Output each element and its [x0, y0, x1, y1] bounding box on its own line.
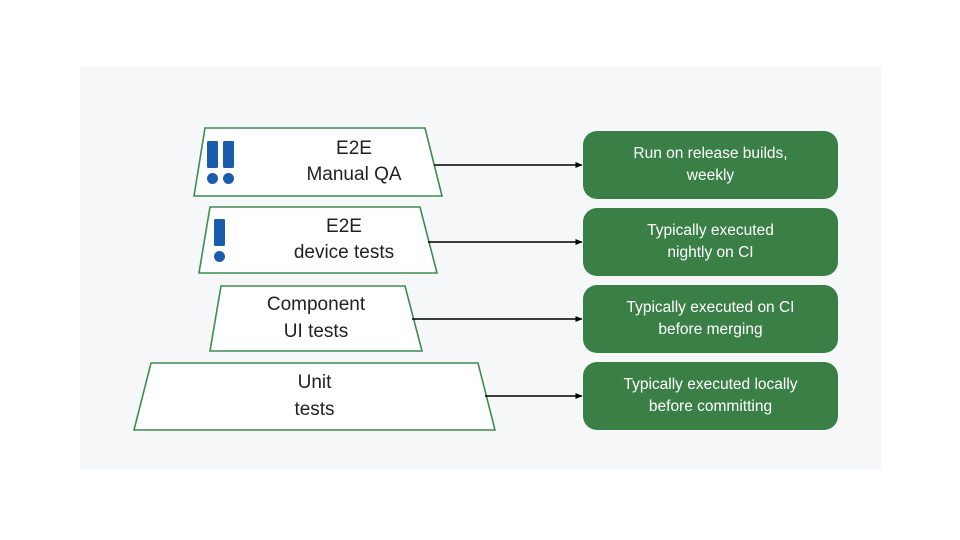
- pyramid-layer-component-ui-tests[interactable]: Component UI tests: [209, 285, 424, 352]
- callout-component-ui-tests[interactable]: Typically executed on CI before merging: [583, 285, 838, 353]
- callout-line1: Typically executed on CI: [626, 299, 795, 316]
- pyramid-layer-e2e-device-tests[interactable]: E2E device tests: [198, 206, 439, 274]
- pyramid-layer-unit-tests[interactable]: Unit tests: [132, 362, 497, 431]
- callout-line2: weekly: [686, 167, 735, 184]
- double-exclamation-icon: [207, 141, 234, 184]
- trapezoid-shape: [132, 362, 497, 431]
- callout-line2: nightly on CI: [667, 244, 754, 261]
- trapezoid-shape: [193, 127, 444, 197]
- callout-e2e-device-tests[interactable]: Typically executed nightly on CI: [583, 208, 838, 276]
- trapezoid-shape: [209, 285, 424, 352]
- pyramid-layer-e2e-manual-qa[interactable]: E2E Manual QA: [193, 127, 444, 197]
- exclamation-icon: [214, 219, 225, 262]
- trapezoid-shape: [198, 206, 439, 274]
- callout-line1: Typically executed locally: [623, 376, 798, 393]
- callout-line2: before committing: [648, 398, 773, 415]
- callout-line1: Typically executed: [647, 222, 774, 239]
- callout-e2e-manual-qa[interactable]: Run on release builds, weekly: [583, 131, 838, 199]
- callout-line2: before merging: [658, 321, 763, 338]
- callout-unit-tests[interactable]: Typically executed locally before commit…: [583, 362, 838, 430]
- callout-line1: Run on release builds,: [633, 145, 788, 162]
